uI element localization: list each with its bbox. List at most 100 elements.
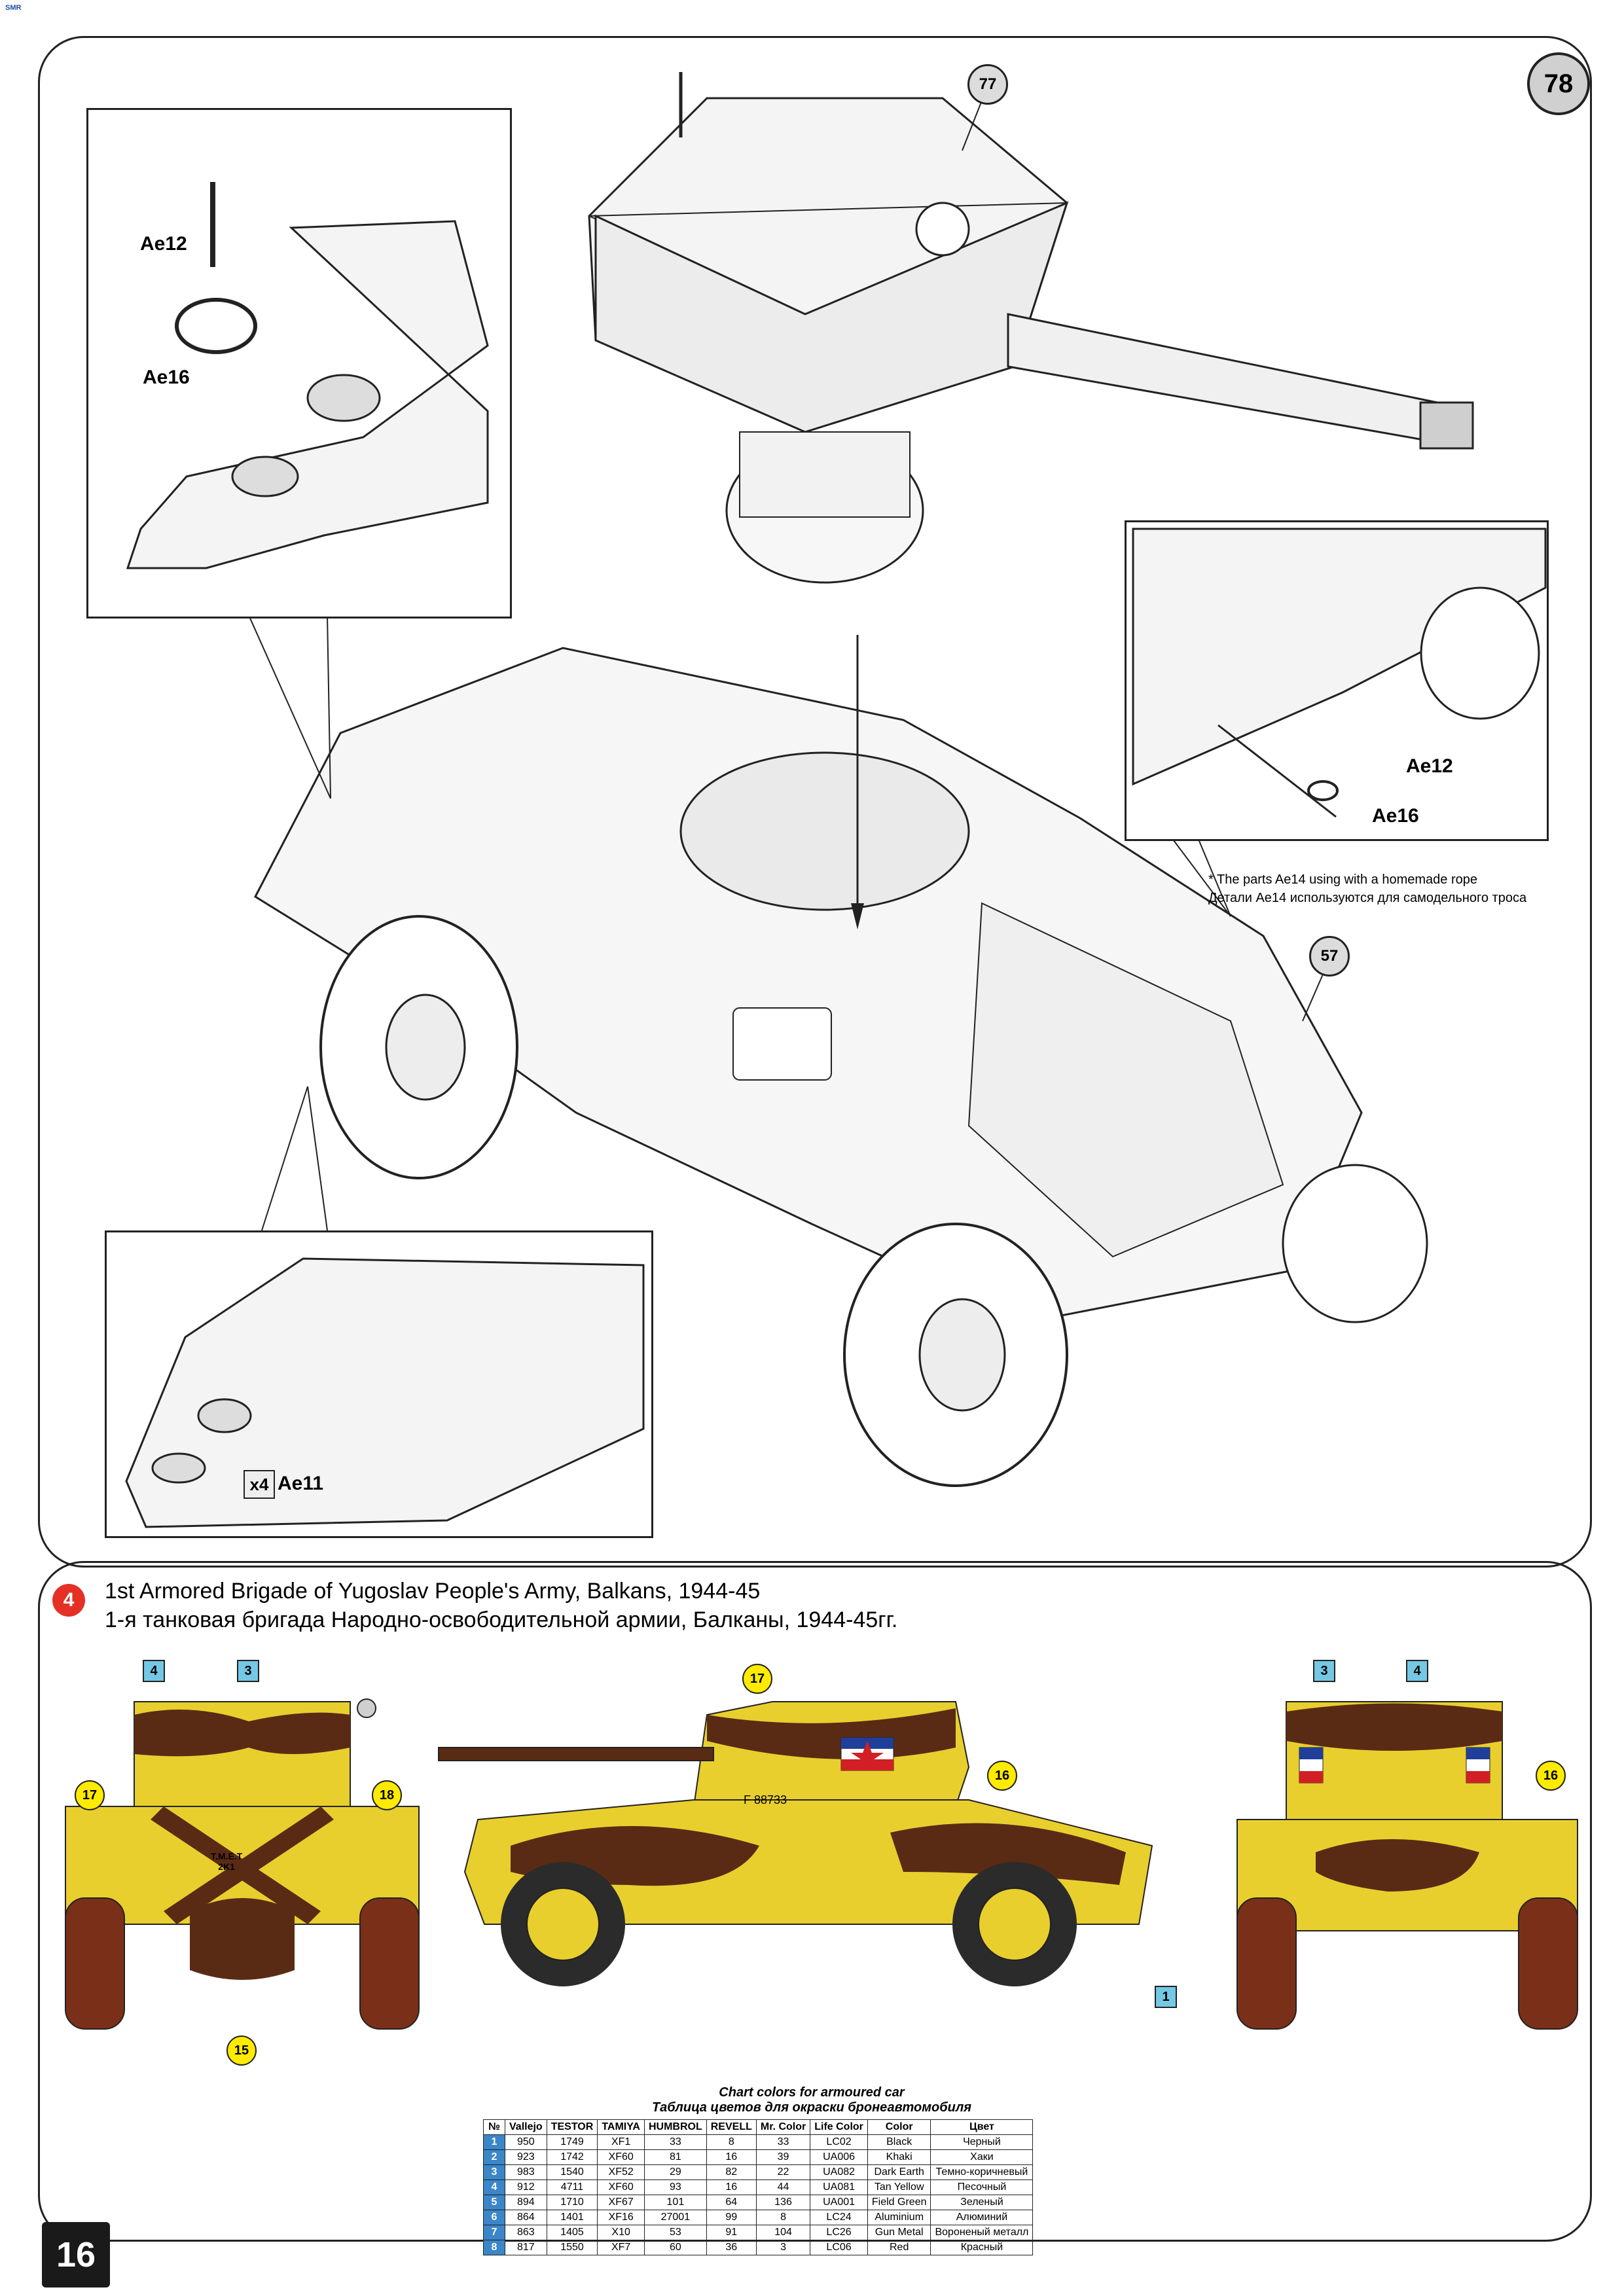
chart-cell: 33 [643,2134,707,2150]
chart-cell: LC02 [810,2134,868,2150]
assembly-frame [38,36,1592,1568]
stage-number: 78 [1527,52,1590,115]
callout-15-front: 15 [226,2036,257,2066]
chart-cell: 8 [755,2210,811,2225]
chart-cell: Khaki [867,2149,931,2165]
chart-cell: 1401 [546,2210,598,2225]
assembly-drawing [248,72,1474,1487]
chart-cell: UA006 [810,2149,868,2165]
rope-note: * The parts Ae14 using with a homemade r… [1208,870,1526,907]
part-label-ae12-right: Ae12 [1406,755,1453,777]
chart-cell: Вороненый металл [930,2225,1034,2240]
chart-header-cell: № [483,2119,505,2135]
chart-caption-ru: Таблица цветов для окраски бронеавтомоби… [651,2100,972,2115]
chart-cell: 923 [505,2149,547,2165]
chart-cell: Красный [930,2240,1034,2255]
detail-drawing-hook [126,182,489,569]
chart-cell: LC26 [810,2225,868,2240]
chart-row-index: 4 [483,2179,505,2195]
rope-note-ru: Детали Ae14 используются для самодельног… [1208,891,1527,905]
chart-cell: LC06 [810,2240,868,2255]
part-label-ae16-top: Ae16 [143,367,190,388]
chart-cell: 99 [706,2210,757,2225]
chart-cell: 22 [755,2164,811,2180]
page-number: 16 [42,2222,110,2287]
chart-cell: Field Green [867,2195,931,2210]
rope-note-en: * The parts Ae14 using with a homemade r… [1208,872,1477,887]
chart-cell: 82 [706,2164,757,2180]
chart-cell: 4711 [546,2179,598,2195]
chart-row-index: 1 [483,2134,505,2150]
chart-cell: Aluminium [867,2210,931,2225]
chart-cell: 91 [706,2225,757,2240]
chart-cell: XF67 [597,2195,645,2210]
chart-cell: Темно-коричневый [930,2164,1034,2180]
detail-box-rope-shackle [1125,520,1549,841]
chart-cell: 60 [643,2240,707,2255]
chart-cell: Gun Metal [867,2225,931,2240]
chart-cell: 44 [755,2179,811,2195]
sq-callout-front-a: 4 [143,1660,165,1682]
chart-cell: 93 [643,2179,707,2195]
front-view-profile [65,1698,420,2030]
chart-row-index: 5 [483,2195,505,2210]
chart-cell: Песочный [930,2179,1034,2195]
chart-header-cell: REVELL [706,2119,757,2135]
chart-row-index: 3 [483,2164,505,2180]
chart-cell: 1710 [546,2195,598,2210]
chart-cell: UA082 [810,2164,868,2180]
chart-cell: 950 [505,2134,547,2150]
chart-header-cell: Цвет [930,2119,1034,2135]
chart-cell: LC24 [810,2210,868,2225]
chart-header-cell: Mr. Color [755,2119,811,2135]
chart-cell: XF16 [597,2210,645,2225]
chart-header-cell: TESTOR [546,2119,598,2135]
detail-box-handles [105,1230,653,1538]
callout-16-side: 16 [987,1761,1017,1791]
chart-cell: XF7 [597,2240,645,2255]
chart-cell: 864 [505,2210,547,2225]
chart-cell: 29 [643,2164,707,2180]
callout-16-rear: 16 [1536,1761,1566,1791]
chart-header-cell: HUMBROL [643,2119,707,2135]
chart-cell: Dark Earth [867,2164,931,2180]
chart-cell: 1749 [546,2134,598,2150]
chart-cell: UA081 [810,2179,868,2195]
option-title-ru: 1-я танковая бригада Народно-освободител… [105,1607,898,1632]
option-badge: 4 [52,1584,85,1617]
chart-cell: Алюминий [930,2210,1034,2225]
sq-callout-rear-b: 4 [1406,1660,1428,1682]
chart-row-index: 6 [483,2210,505,2225]
multiplier-badge: x4 [244,1470,275,1499]
turret-drawing [588,72,1474,584]
chart-cell: 894 [505,2195,547,2210]
chart-row-index: 8 [483,2240,505,2255]
chart-cell: XF60 [597,2179,645,2195]
chart-cell: XF52 [597,2164,645,2180]
callout-17-side: 17 [742,1664,772,1694]
chart-cell: Хаки [930,2149,1034,2165]
chart-cell: XF1 [597,2134,645,2150]
chart-cell: 1550 [546,2240,598,2255]
side-view-profile [438,1701,1153,1986]
chart-row-index: 2 [483,2149,505,2165]
chart-cell: 863 [505,2225,547,2240]
chart-caption: Chart colors for armoured car Таблица цв… [484,2085,1139,2115]
part-label-ae16-right: Ae16 [1372,805,1419,827]
sq-callout-front-b: 3 [237,1660,259,1682]
chart-cell: 1540 [546,2164,598,2180]
part-label-ae11: Ae11 [278,1473,324,1494]
chart-cell: 912 [505,2179,547,2195]
chart-cell: Зеленый [930,2195,1034,2210]
chart-header-cell: TAMIYA [597,2119,645,2135]
